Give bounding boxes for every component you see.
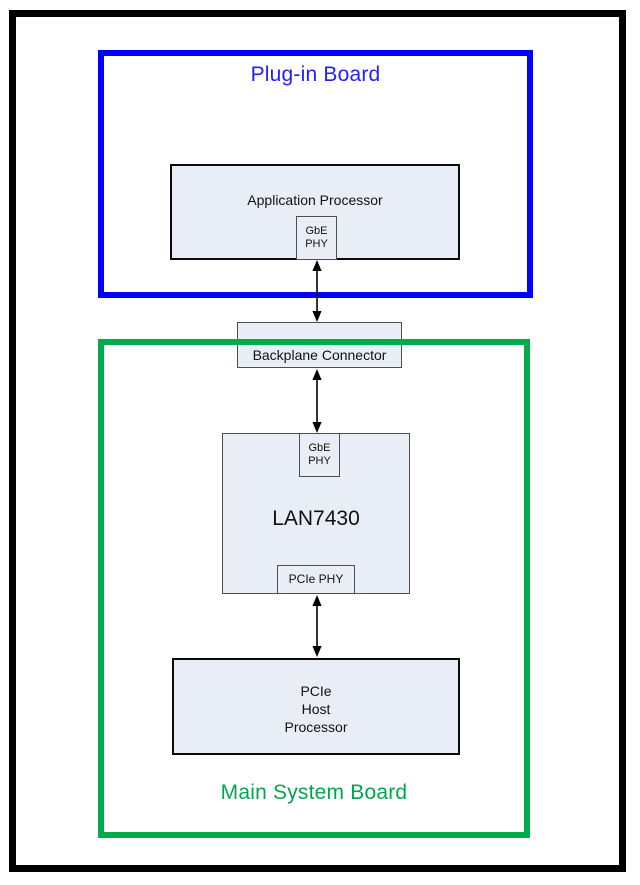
pcie-host-line2: Host	[301, 700, 331, 717]
lan7430-box: GbE PHY LAN7430 PCIe PHY	[222, 433, 410, 594]
gbe-phy-box-plugin: GbE PHY	[296, 216, 337, 260]
arrow-backplane-lan7430	[312, 369, 322, 433]
pcie-host-line3: Processor	[284, 718, 348, 735]
pcie-host-line1: PCIe	[300, 682, 332, 699]
pcie-phy-label: PCIe PHY	[288, 572, 344, 586]
lan7430-label: LAN7430	[272, 507, 360, 530]
pcie-phy-box: PCIe PHY	[277, 565, 355, 594]
application-processor-label: Application Processor	[247, 192, 383, 208]
gbe-phy-lan7430-line1: GbE	[308, 442, 331, 454]
arrow-gbephy-backplane	[312, 260, 322, 322]
plug-in-board-region: Plug-in Board	[98, 50, 533, 298]
outer-frame	[9, 10, 626, 872]
backplane-connector-box: Backplane Connector	[237, 322, 402, 368]
gbe-phy-lan7430-line2: PHY	[308, 455, 331, 467]
pcie-host-processor-box: PCIe Host Processor	[172, 658, 460, 755]
arrow-lan7430-host	[312, 595, 322, 657]
application-processor-box: Application Processor GbE PHY	[170, 164, 460, 260]
gbe-phy-plugin-line1: GbE	[305, 225, 328, 237]
gbe-phy-plugin-line2: PHY	[305, 238, 328, 250]
plug-in-board-title: Plug-in Board	[250, 63, 381, 86]
gbe-phy-box-lan7430: GbE PHY	[299, 433, 340, 477]
backplane-connector-label: Backplane Connector	[252, 347, 387, 363]
